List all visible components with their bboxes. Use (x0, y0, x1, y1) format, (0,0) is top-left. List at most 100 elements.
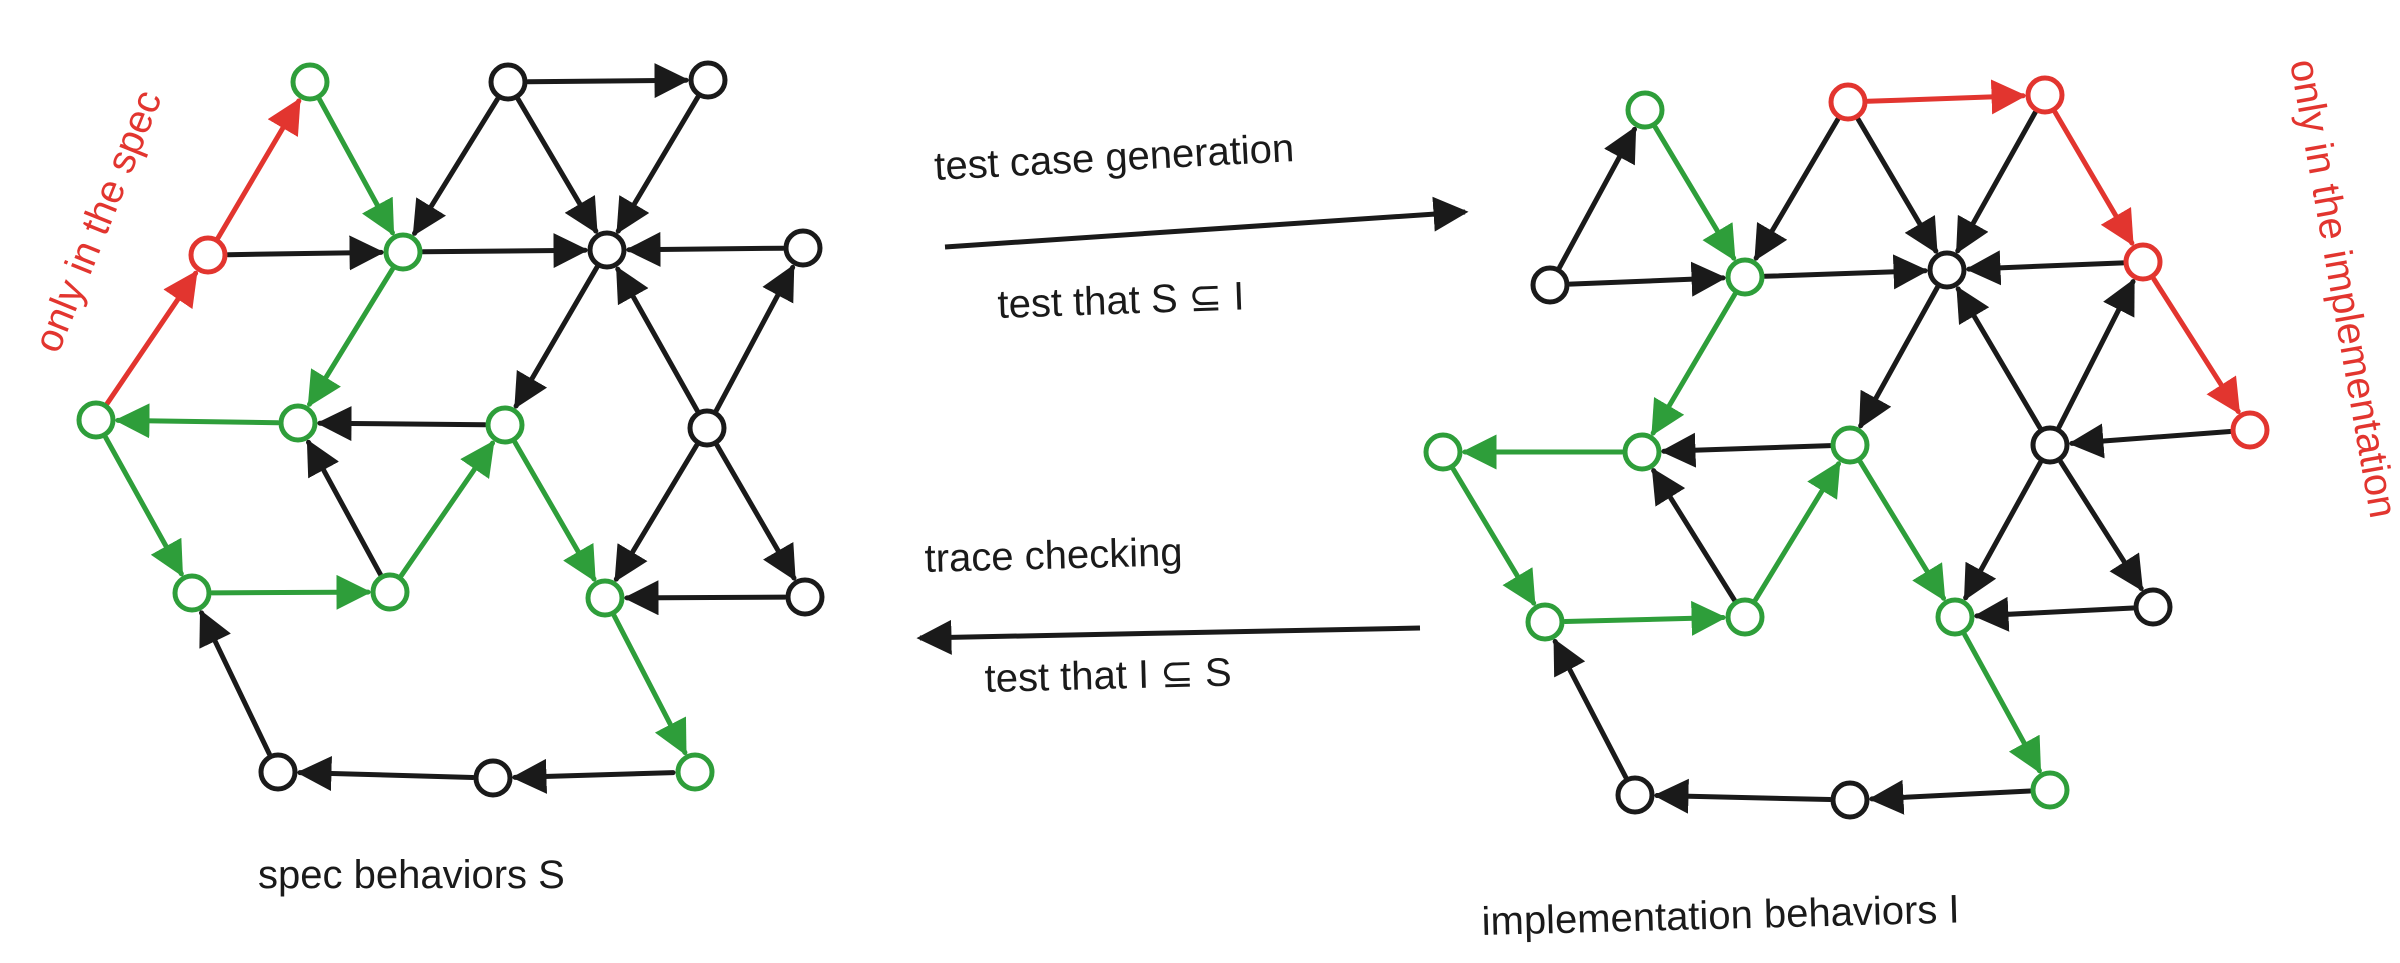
impl-edge-29 (1653, 778, 1833, 814)
spec-edge-17 (103, 434, 184, 577)
impl-edge-19 (1450, 466, 1537, 607)
spec-edge-20 (398, 440, 496, 579)
spec-edge-7 (515, 96, 599, 235)
impl-edge-14 (1858, 284, 1940, 429)
impl-edge-6 (1855, 116, 1939, 255)
forward-top-label: test case generation (933, 126, 1295, 189)
impl-edge-15 (2056, 278, 2136, 430)
impl-edge-22 (1752, 460, 1842, 603)
spec-node-18 (675, 752, 715, 792)
impl-edge-27 (1973, 596, 2136, 632)
spec-node-13 (370, 572, 410, 612)
spec-edge-4 (104, 270, 199, 406)
impl-node-18 (1830, 780, 1870, 820)
spec-node-8 (76, 400, 116, 440)
impl-edge-5 (1865, 79, 2027, 115)
impl-edge-9 (2052, 109, 2135, 247)
spec-edge-8 (615, 94, 701, 235)
impl-node-13 (1525, 602, 1565, 642)
spec-edge-25 (623, 580, 788, 616)
impl-node-10 (1830, 425, 1870, 465)
impl-edge-16 (2151, 276, 2241, 415)
impl-edge-17 (2068, 423, 2233, 459)
forward-arrow (944, 196, 1469, 250)
spec-edge-27 (296, 755, 476, 791)
impl-edge-3 (1652, 124, 1737, 262)
impl-node-6 (1927, 250, 1967, 290)
spec-node-10 (485, 405, 525, 445)
impl-node-9 (1622, 432, 1662, 472)
spec-edge-21 (512, 439, 597, 582)
backward-arrow (916, 619, 1421, 655)
spec-node-1 (290, 62, 330, 102)
spec-node-14 (585, 578, 625, 618)
impl-edge-8 (1965, 250, 2126, 286)
impl-edge-21 (1651, 467, 1737, 603)
impl-edge-25 (1962, 632, 2042, 774)
impl-node-7 (2123, 242, 2163, 282)
impl-node-19 (2030, 770, 2070, 810)
spec-edge-14 (513, 264, 600, 410)
impl-edge-7 (1762, 254, 1929, 290)
spec-node-4 (188, 235, 228, 275)
impl-caption: implementation behaviors I (1481, 887, 1960, 943)
spec-edge-22 (613, 442, 700, 583)
impl-edge-24 (1963, 460, 2043, 601)
spec-edge-26 (199, 609, 272, 757)
impl-node-5 (1725, 257, 1765, 297)
forward-bottom-label: test that S ⊆ I (997, 274, 1245, 327)
spec-edge-19 (306, 439, 383, 577)
spec-graph-nodes (76, 60, 825, 798)
impl-edge-2 (1567, 261, 1727, 297)
spec-edge-23 (611, 613, 688, 756)
impl-edge-10 (1955, 109, 2038, 254)
spec-node-5 (383, 232, 423, 272)
impl-graph-nodes (1423, 75, 2270, 820)
spec-edge-6 (420, 233, 589, 269)
spec-node-6 (587, 230, 627, 270)
spec-graph-edges (103, 63, 797, 794)
spec-edge-24 (714, 442, 797, 581)
spec-node-15 (785, 577, 825, 617)
spec-node-16 (258, 752, 298, 792)
impl-edge-28 (1552, 638, 1629, 780)
impl-node-16 (2133, 587, 2173, 627)
spec-edge-11 (307, 266, 396, 408)
spec-edge-18 (209, 574, 372, 610)
impl-graph-edges (1450, 79, 2241, 815)
impl-edge-1 (1557, 126, 1638, 270)
spec-caption: spec behaviors S (258, 853, 565, 897)
backward-bottom-label: test that I ⊆ S (984, 651, 1232, 701)
backward-top-label: trace checking (924, 530, 1183, 581)
spec-node-9 (278, 403, 318, 443)
impl-edge-23 (1857, 459, 1947, 602)
spec-node-2 (488, 62, 528, 102)
spec-edge-16 (713, 264, 796, 413)
impl-edge-30 (1868, 779, 2033, 815)
impl-edge-11 (1650, 291, 1738, 437)
spec-edge-15 (615, 266, 700, 414)
spec-edge-12 (114, 403, 281, 439)
impl-node-2 (1828, 82, 1868, 122)
impl-edge-20 (1562, 600, 1727, 636)
impl-node-11 (2030, 425, 2070, 465)
impl-edge-4 (1753, 116, 1841, 262)
impl-node-15 (1935, 597, 1975, 637)
impl-node-1 (1625, 90, 1665, 130)
spec-node-12 (172, 573, 212, 613)
impl-edge-18 (1955, 285, 2043, 431)
impl-edge-13 (1660, 432, 1833, 468)
spec-edge-1 (317, 97, 395, 236)
spec-edge-28 (511, 758, 676, 794)
spec-node-11 (687, 408, 727, 448)
impl-node-3 (2025, 75, 2065, 115)
spec-edge-13 (316, 406, 488, 442)
impl-node-8 (1423, 432, 1463, 472)
spec-edge-9 (625, 231, 786, 267)
only-spec-label: only in the spec (26, 84, 171, 358)
impl-node-12 (2230, 410, 2270, 450)
spec-node-17 (473, 758, 513, 798)
spec-edge-2 (525, 63, 690, 99)
spec-edge-10 (412, 96, 500, 237)
